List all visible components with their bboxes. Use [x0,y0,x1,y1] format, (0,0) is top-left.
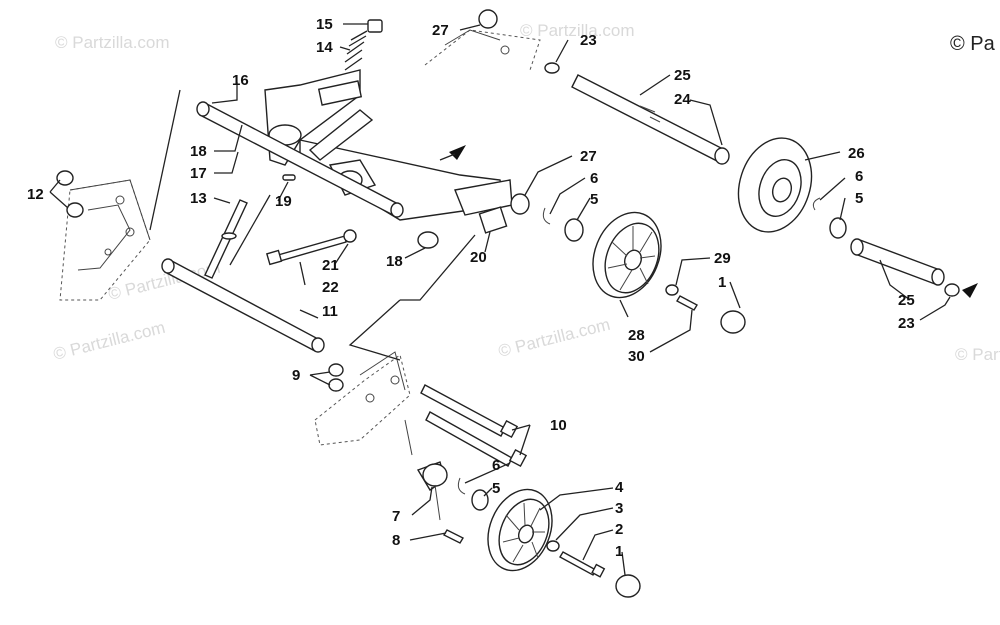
bearing-5a [564,218,584,242]
watermark: © Partzilla.com [51,318,167,364]
watermark: © Partzilla.com [496,315,612,361]
shaft-16 [196,101,404,218]
callout-6: 6 [492,457,500,474]
bracket-7 [404,419,448,521]
washer-3 [546,540,560,552]
callout-27: 27 [432,22,449,39]
block-20 [478,206,508,234]
watermark: © Partzilla.com [55,33,170,52]
callout-7: 7 [392,508,400,525]
callout-30: 30 [628,348,645,365]
washer-29 [665,284,679,296]
direction-arrow [449,145,466,160]
callout-16: 16 [232,72,249,89]
watermark: © Partzilla.com [520,21,635,40]
callout-20: 20 [470,249,487,266]
upper-rail [424,29,541,71]
direction-arrow [962,283,978,298]
clip-6a [542,207,551,225]
callout-13: 13 [190,190,207,207]
clip-6c [812,197,821,211]
callout-24: 24 [674,91,691,108]
callout-18: 18 [190,143,207,160]
left-rail [59,179,151,301]
swing-arm [264,69,513,221]
bolts-10 [420,384,528,468]
callout-25: 25 [898,292,915,309]
callout-3: 3 [615,500,623,517]
callout-11: 11 [322,303,338,320]
nuts-12 [56,170,84,218]
callout-18: 18 [386,253,403,270]
spacer-18 [417,231,439,249]
callout-10: 10 [550,417,567,434]
spring-14 [344,19,383,71]
callout-8: 8 [392,532,400,549]
nuts-9 [328,363,344,392]
callout-1: 1 [718,274,726,291]
callout-12: 12 [27,186,44,203]
callout-23: 23 [580,32,597,49]
callout-2: 2 [615,521,623,538]
shaft-11 [161,258,325,353]
pin-13 [204,199,248,279]
bearing-5c [829,217,847,239]
leader-lines [49,23,951,576]
wheel-4 [487,488,553,572]
pin-19 [282,174,296,181]
axle-25 [478,9,730,165]
callout-22: 22 [322,279,339,296]
callout-25: 25 [674,67,691,84]
callout-15: 15 [316,16,333,33]
callout-6: 6 [590,170,598,187]
callout-21: 21 [322,257,339,274]
cap-15 [367,19,383,33]
bearing-5b [471,489,489,511]
cap-1b [615,574,641,598]
wheel-26 [737,137,813,233]
copyright-text: © Pa [950,33,996,55]
lower-rail [314,351,411,446]
wheel-28 [592,211,662,299]
bolt-2 [559,551,597,576]
callouts: 15 14 16 18 17 13 12 19 21 22 18 20 11 9… [27,16,915,560]
bolt-22 [265,229,357,266]
watermark: © Partzilla.com [955,345,1000,364]
callout-4: 4 [615,479,624,496]
callout-23: 23 [898,315,915,332]
clip-6b [457,477,466,495]
callout-17: 17 [190,165,207,182]
spacer-25b [850,238,945,286]
callout-28: 28 [628,327,645,344]
cap-1a [720,310,746,334]
callout-1: 1 [615,543,623,560]
callout-5: 5 [855,190,863,207]
callout-26: 26 [848,145,865,162]
bushing-27b [510,193,584,242]
callout-14: 14 [316,39,333,56]
washer-23b [944,283,960,297]
bolt-8 [443,529,464,544]
callout-6: 6 [855,168,863,185]
bolt-30 [676,295,698,311]
callout-29: 29 [714,250,731,267]
callout-9: 9 [292,367,300,384]
callout-5: 5 [492,480,500,497]
callout-5: 5 [590,191,598,208]
callout-19: 19 [275,193,292,210]
callout-27: 27 [580,148,597,165]
